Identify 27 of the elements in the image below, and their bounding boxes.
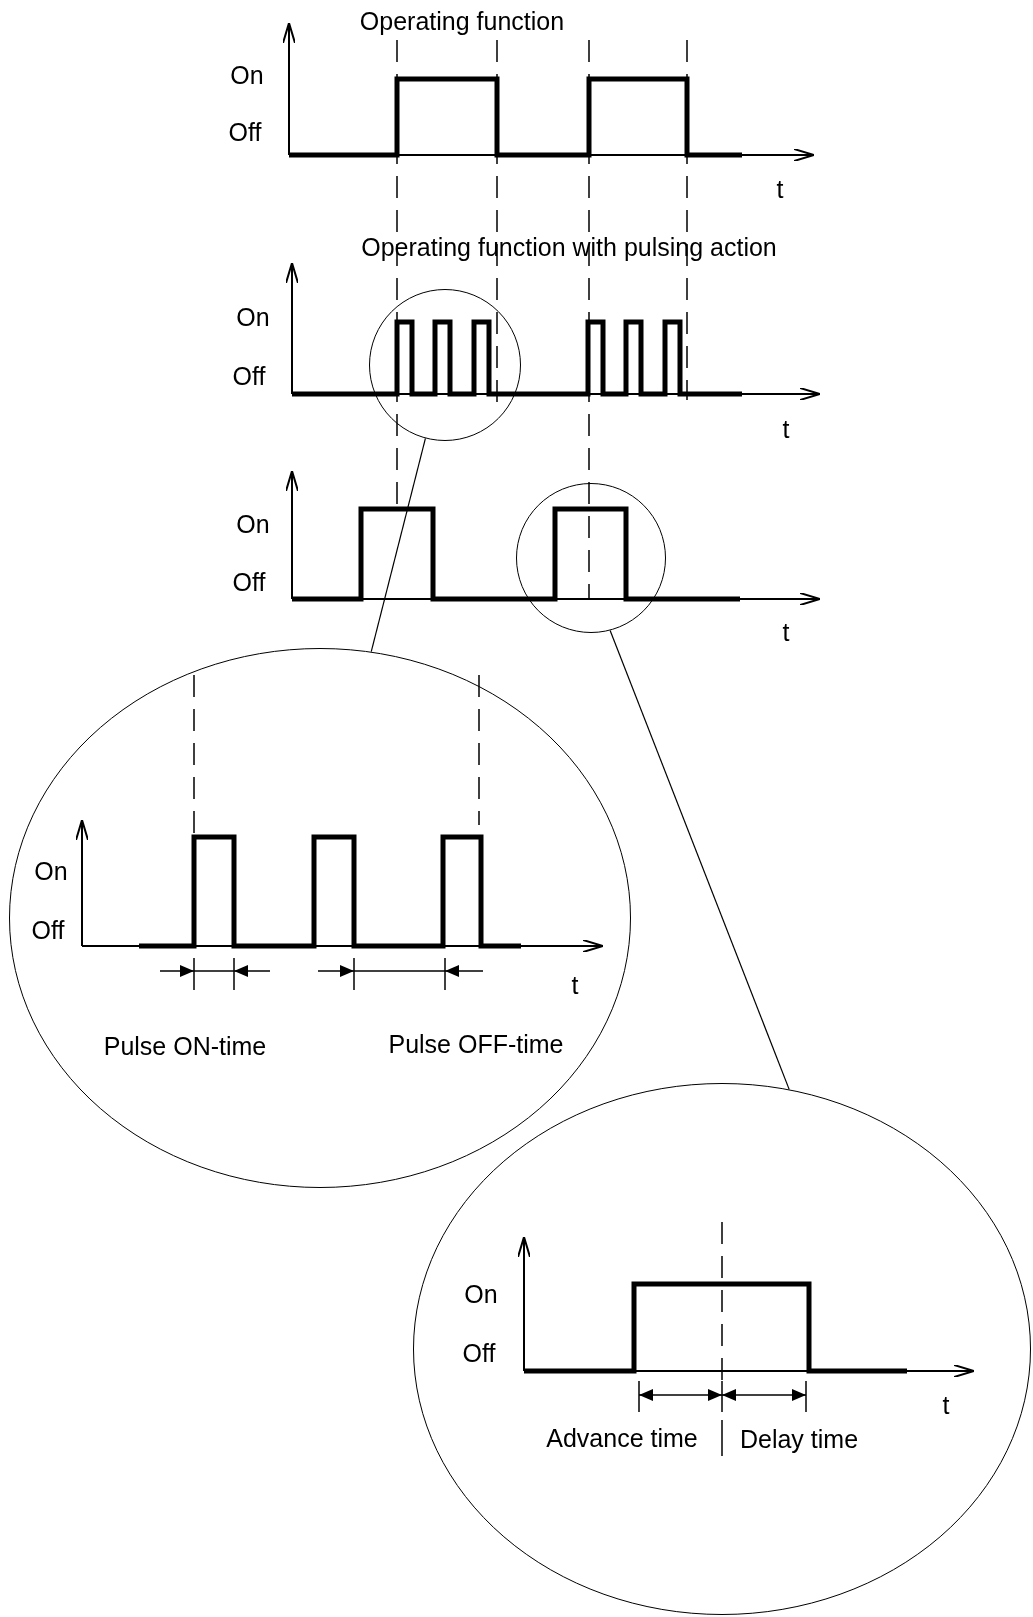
axis-label: t	[942, 1392, 950, 1418]
axis-label: Off	[232, 363, 266, 389]
axis-label: Off	[228, 119, 262, 145]
axis-label: t	[571, 972, 579, 998]
dimension-label: Pulse ON-time	[103, 1033, 267, 1059]
leader-line	[609, 629, 790, 1090]
axis-label: Off	[462, 1340, 496, 1366]
axis-label: Off	[31, 917, 65, 943]
axis-label: On	[230, 62, 264, 88]
axis-label: t	[782, 619, 790, 645]
magnified-detail-ellipse	[413, 1083, 1031, 1615]
dimension-label: Delay time	[739, 1426, 859, 1452]
axis-label: Off	[232, 569, 266, 595]
chart-title: Operating function	[359, 8, 565, 34]
magnified-detail-ellipse	[9, 648, 631, 1188]
axis-label: On	[236, 304, 270, 330]
axis-label: On	[464, 1281, 498, 1307]
dimension-label: Advance time	[546, 1425, 698, 1451]
leader-line	[370, 437, 427, 653]
axis-label: t	[782, 416, 790, 442]
detail-circle	[369, 289, 521, 441]
dimension-label: Pulse OFF-time	[388, 1031, 564, 1057]
chart-title: Operating function with pulsing action	[361, 234, 777, 260]
axis-label: On	[236, 511, 270, 537]
detail-circle	[516, 483, 666, 633]
axis-label: On	[34, 858, 68, 884]
axis-label: t	[776, 176, 784, 202]
